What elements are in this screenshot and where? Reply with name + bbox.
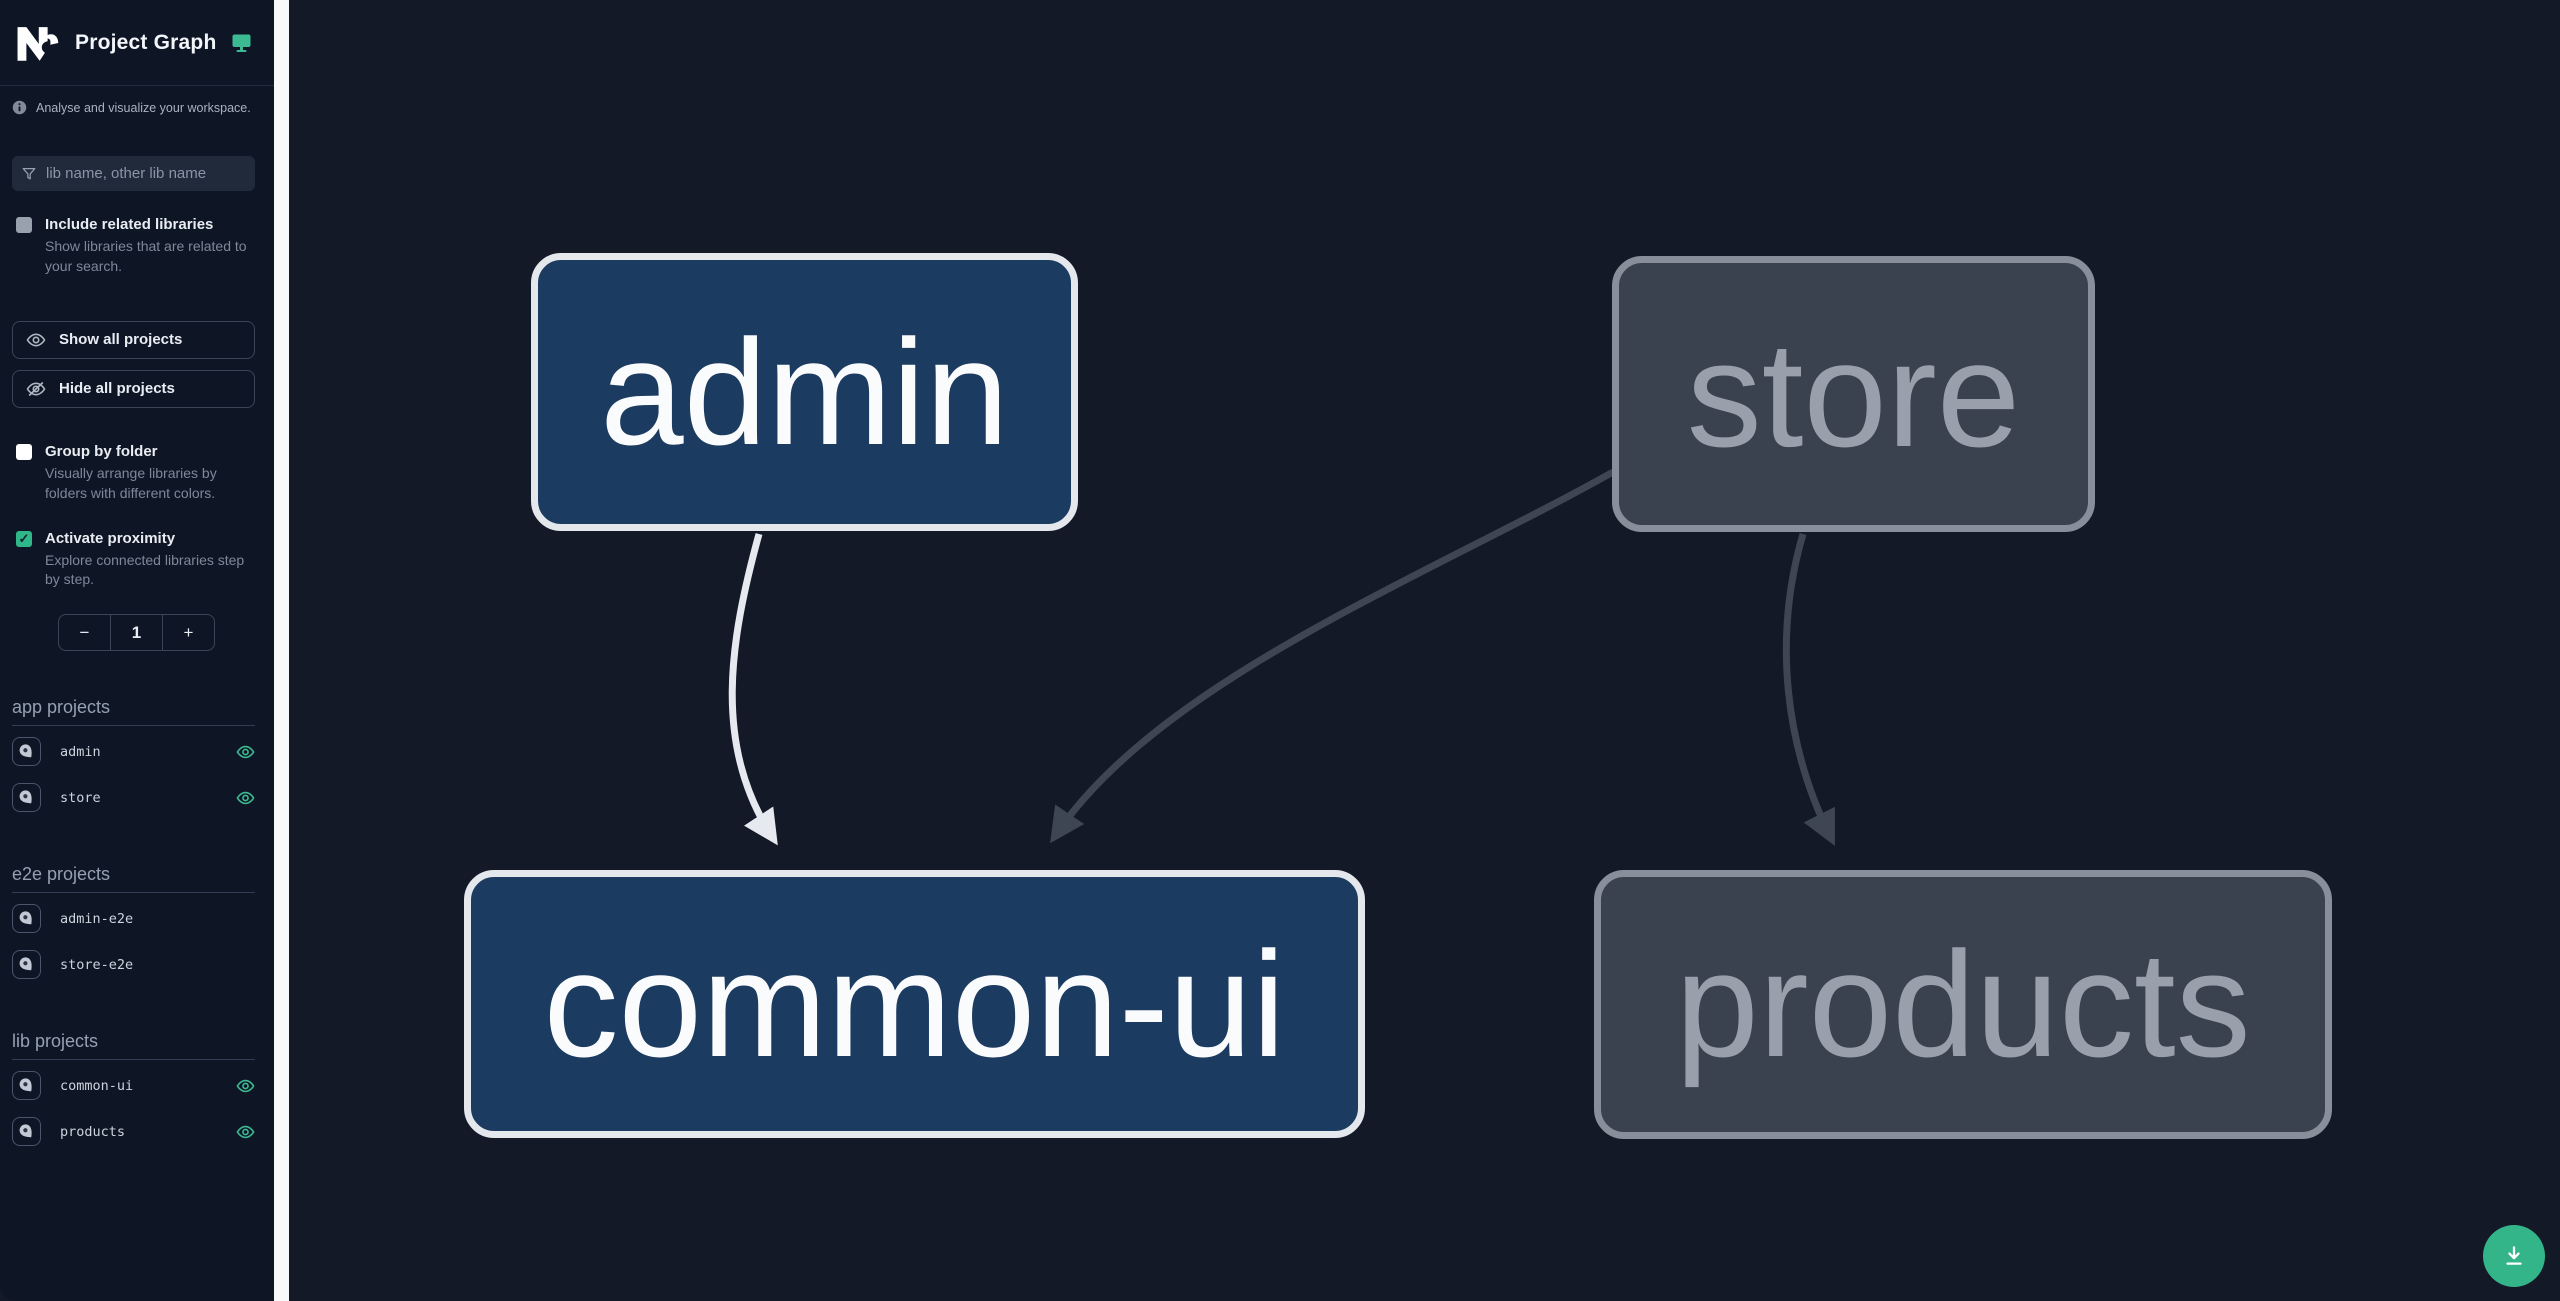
info-icon bbox=[12, 100, 27, 115]
filter-box bbox=[12, 156, 255, 191]
group-by-folder-checkbox[interactable] bbox=[16, 443, 32, 460]
pin-icon bbox=[19, 957, 32, 971]
show-all-projects-button[interactable]: Show all projects bbox=[12, 320, 255, 359]
project-name: store-e2e bbox=[60, 956, 134, 973]
graph-canvas[interactable]: admin store common-ui products bbox=[289, 0, 2560, 1301]
section-app-projects: app projects admin bbox=[12, 697, 255, 818]
section-header: app projects bbox=[12, 697, 255, 727]
group-by-folder-option[interactable]: Group by folder Visually arrange librari… bbox=[16, 443, 255, 504]
monitor-icon[interactable] bbox=[231, 33, 252, 53]
group-by-folder-description: Visually arrange libraries by folders wi… bbox=[45, 464, 217, 501]
pin-icon bbox=[19, 1124, 32, 1138]
edge-store-to-products[interactable] bbox=[1782, 533, 1835, 846]
graph-node-admin[interactable]: admin bbox=[531, 253, 1078, 531]
project-row-admin-e2e: admin-e2e bbox=[12, 898, 255, 939]
edge-admin-to-common-ui[interactable] bbox=[728, 533, 778, 846]
focus-project-button[interactable] bbox=[12, 783, 41, 813]
toggle-visibility-eye-icon[interactable] bbox=[236, 744, 255, 760]
include-related-label: Include related libraries bbox=[45, 216, 214, 233]
proximity-stepper: − 1 + bbox=[58, 614, 215, 652]
focus-project-button[interactable] bbox=[12, 1117, 41, 1147]
section-e2e-projects: e2e projects admin-e2e store- bbox=[12, 864, 255, 985]
project-name: admin bbox=[60, 743, 101, 760]
focus-project-button[interactable] bbox=[12, 904, 41, 934]
toggle-visibility-eye-icon[interactable] bbox=[236, 1124, 255, 1140]
activate-proximity-description: Explore connected libraries step by step… bbox=[45, 551, 245, 588]
project-name: admin-e2e bbox=[60, 910, 134, 927]
section-header: e2e projects bbox=[12, 864, 255, 894]
pin-icon bbox=[19, 1078, 32, 1092]
edge-store-to-common-ui[interactable] bbox=[1050, 468, 1615, 844]
project-row-admin: admin bbox=[12, 731, 255, 772]
tagline-text: Analyse and visualize your workspace. bbox=[36, 100, 251, 115]
download-icon bbox=[2506, 1246, 2522, 1265]
activate-proximity-checkbox[interactable]: ✓ bbox=[16, 530, 32, 547]
graph-node-common-ui[interactable]: common-ui bbox=[464, 870, 1365, 1138]
section-lib-projects: lib projects common-ui bbox=[12, 1031, 255, 1152]
project-row-store-e2e: store-e2e bbox=[12, 944, 255, 985]
section-header: lib projects bbox=[12, 1031, 255, 1061]
show-all-projects-label: Show all projects bbox=[59, 331, 183, 349]
tagline: Analyse and visualize your workspace. bbox=[12, 100, 255, 115]
focus-project-button[interactable] bbox=[12, 1071, 41, 1101]
focus-project-button[interactable] bbox=[12, 737, 41, 767]
graph-node-products[interactable]: products bbox=[1594, 870, 2332, 1139]
activate-proximity-option[interactable]: ✓ Activate proximity Explore connected l… bbox=[16, 530, 255, 591]
project-row-common-ui: common-ui bbox=[12, 1065, 255, 1106]
project-name: products bbox=[60, 1123, 126, 1140]
project-row-products: products bbox=[12, 1111, 255, 1152]
proximity-decrement-button[interactable]: − bbox=[79, 622, 90, 642]
pin-icon bbox=[19, 790, 32, 804]
graph-edges bbox=[728, 468, 1835, 846]
sidebar-header: Project Graph bbox=[0, 0, 274, 86]
download-graph-button[interactable] bbox=[2483, 1225, 2545, 1287]
pin-icon bbox=[19, 911, 32, 925]
project-name: store bbox=[60, 789, 101, 806]
include-related-option[interactable]: Include related libraries Show libraries… bbox=[16, 216, 255, 277]
nx-logo-icon bbox=[17, 26, 59, 61]
page-title: Project Graph bbox=[75, 30, 217, 54]
graph-node-store[interactable]: store bbox=[1612, 256, 2095, 532]
sidebar: Project Graph Analyse and visualize your… bbox=[0, 0, 274, 1301]
focus-project-button[interactable] bbox=[12, 950, 41, 980]
proximity-value: 1 bbox=[110, 615, 162, 651]
group-by-folder-label: Group by folder bbox=[45, 442, 158, 460]
proximity-increment-button[interactable]: + bbox=[162, 615, 214, 651]
include-related-checkbox[interactable] bbox=[16, 217, 32, 233]
eye-off-icon bbox=[26, 381, 46, 396]
project-name: common-ui bbox=[60, 1077, 134, 1094]
pin-icon bbox=[19, 744, 32, 758]
toggle-visibility-eye-icon[interactable] bbox=[236, 790, 255, 806]
funnel-icon bbox=[22, 167, 36, 179]
hide-all-projects-label: Hide all projects bbox=[59, 380, 175, 398]
hide-all-projects-button[interactable]: Hide all projects bbox=[12, 369, 255, 408]
activate-proximity-label: Activate proximity bbox=[45, 529, 176, 547]
eye-icon bbox=[26, 333, 46, 347]
sidebar-canvas-divider[interactable] bbox=[274, 0, 289, 1301]
toggle-visibility-eye-icon[interactable] bbox=[236, 1078, 255, 1094]
include-related-description: Show libraries that are related to your … bbox=[45, 238, 247, 274]
filter-input[interactable] bbox=[46, 165, 245, 182]
project-row-store: store bbox=[12, 777, 255, 818]
